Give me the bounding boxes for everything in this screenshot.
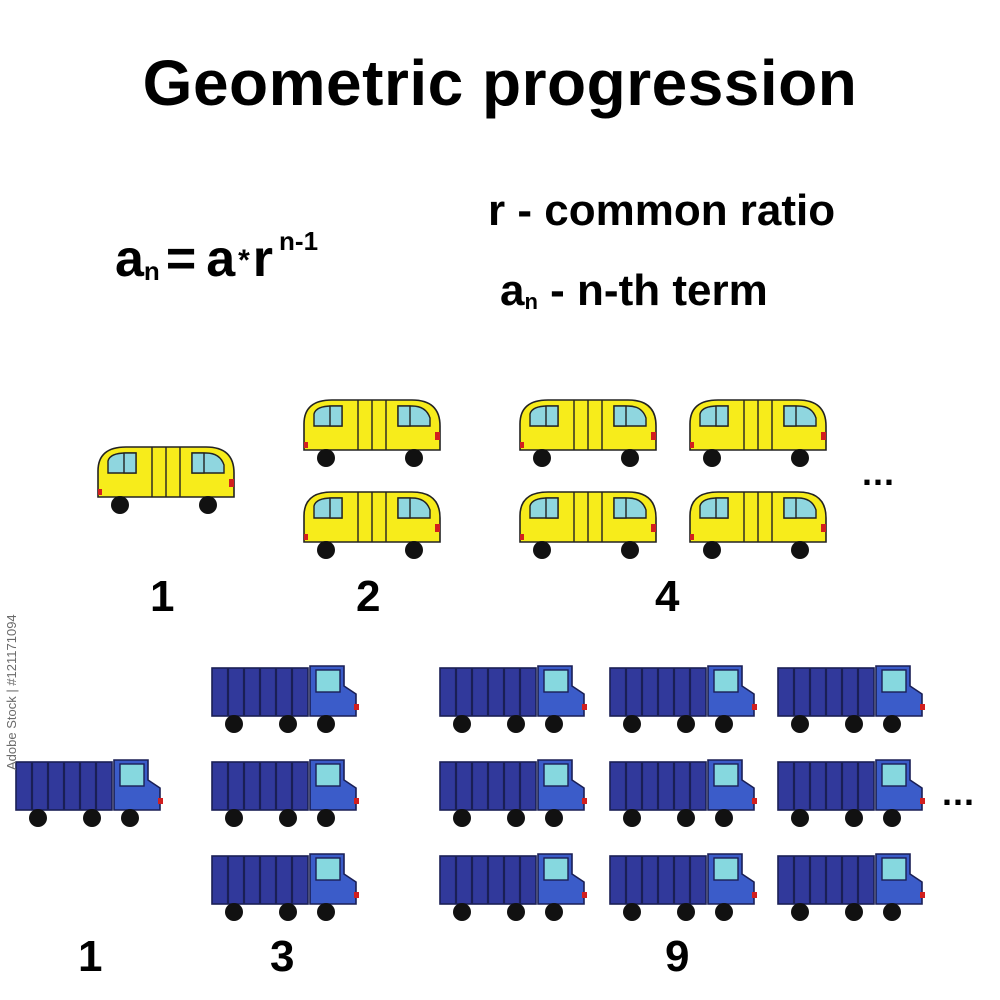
bus-icon: [519, 399, 657, 467]
truck-icon: [439, 665, 587, 733]
truck-icon: [777, 853, 925, 921]
legend-common-ratio: r - common ratio: [488, 186, 836, 235]
truck-icon: [211, 759, 359, 827]
truck-icon: [777, 759, 925, 827]
bus-term-1-label: 1: [150, 572, 175, 621]
bus-icon: [303, 491, 441, 559]
bus-icon: [689, 491, 827, 559]
truck-icon: [609, 853, 757, 921]
truck-icon: [439, 853, 587, 921]
formula-multiply: *: [238, 244, 250, 277]
legend-nth-term: an - n-th term: [500, 266, 768, 316]
legend-term-description: - n-th term: [537, 266, 768, 315]
stock-watermark: Adobe Stock | #121171094: [4, 614, 19, 770]
bus-ellipsis: ...: [862, 452, 896, 493]
formula-equals: =: [165, 230, 197, 288]
formula-lhs-subscript: n: [143, 256, 160, 286]
legend-term-base: a: [500, 266, 525, 315]
bus-icon: [689, 399, 827, 467]
truck-icon: [439, 759, 587, 827]
truck-icon: [15, 759, 163, 827]
formula-rhs-base: a: [206, 230, 236, 288]
bus-term-3-label: 4: [655, 572, 680, 621]
legend-term-subscript: n: [524, 289, 538, 314]
truck-ellipsis: ...: [942, 772, 976, 813]
bus-icon: [519, 491, 657, 559]
truck-term-1-label: 1: [78, 932, 103, 981]
bus-term-2-label: 2: [356, 572, 381, 621]
truck-term-3-label: 9: [665, 932, 690, 981]
bus-icon: [97, 446, 235, 514]
formula-lhs-base: a: [115, 230, 144, 288]
formula-ratio: r: [252, 230, 274, 288]
page-title: Geometric progression: [142, 47, 858, 119]
truck-icon: [211, 665, 359, 733]
truck-icon: [211, 853, 359, 921]
truck-icon: [609, 665, 757, 733]
bus-icon: [303, 399, 441, 467]
truck-term-2-label: 3: [270, 932, 295, 981]
truck-icon: [609, 759, 757, 827]
truck-icon: [777, 665, 925, 733]
formula-exponent: n-1: [279, 226, 319, 256]
